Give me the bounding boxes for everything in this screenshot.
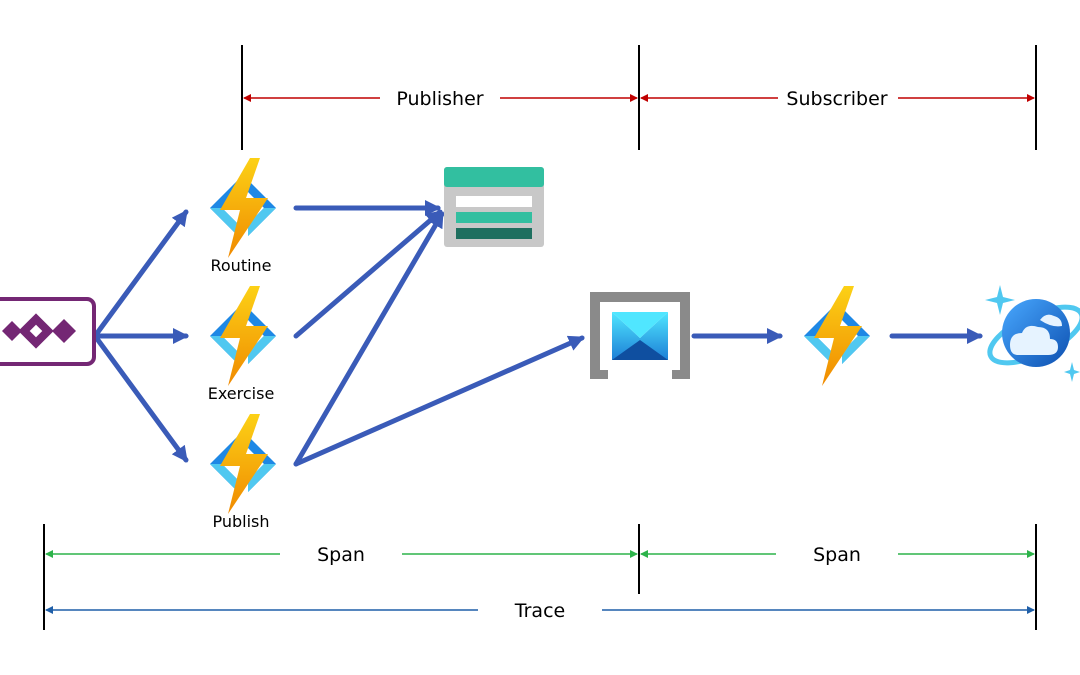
- cosmos-db-icon: [985, 285, 1080, 382]
- flow-publish-to-storage: [293, 211, 445, 467]
- bottom-boundary-lines: [43, 524, 1037, 630]
- azure-function-icon: [210, 286, 276, 386]
- function-publish-node: Publish: [210, 414, 276, 531]
- top-boundary-lines: [241, 45, 1037, 150]
- storage-table-icon: [444, 167, 544, 247]
- power-apps-icon: [0, 297, 96, 366]
- flow-source-to-publish: [92, 333, 189, 463]
- event-grid-icon: [590, 292, 690, 379]
- subscriber-dimension: Subscriber: [640, 88, 1035, 110]
- publisher-label: Publisher: [396, 88, 483, 110]
- trace-label: Trace: [514, 600, 565, 622]
- span-right-label: Span: [813, 544, 861, 566]
- span-left-dimension: Span: [45, 544, 638, 566]
- publisher-dimension: Publisher: [243, 88, 638, 110]
- azure-function-icon: [804, 286, 870, 386]
- function-routine-label: Routine: [210, 256, 271, 275]
- function-exercise-label: Exercise: [208, 384, 275, 403]
- subscriber-label: Subscriber: [786, 88, 887, 110]
- flow-source-to-routine: [92, 209, 189, 339]
- span-left-label: Span: [317, 544, 365, 566]
- function-publish-label: Publish: [212, 512, 269, 531]
- flow-publish-to-bus: [293, 335, 585, 467]
- flow-exercise-to-storage: [293, 209, 443, 339]
- function-exercise-node: Exercise: [208, 286, 276, 403]
- azure-function-icon: [210, 414, 276, 514]
- span-right-dimension: Span: [640, 544, 1035, 566]
- trace-dimension: Trace: [45, 600, 1035, 622]
- function-routine-node: Routine: [210, 158, 276, 275]
- flow-arrows: [92, 200, 983, 467]
- function-subscriber-node: [804, 286, 870, 386]
- azure-function-icon: [210, 158, 276, 258]
